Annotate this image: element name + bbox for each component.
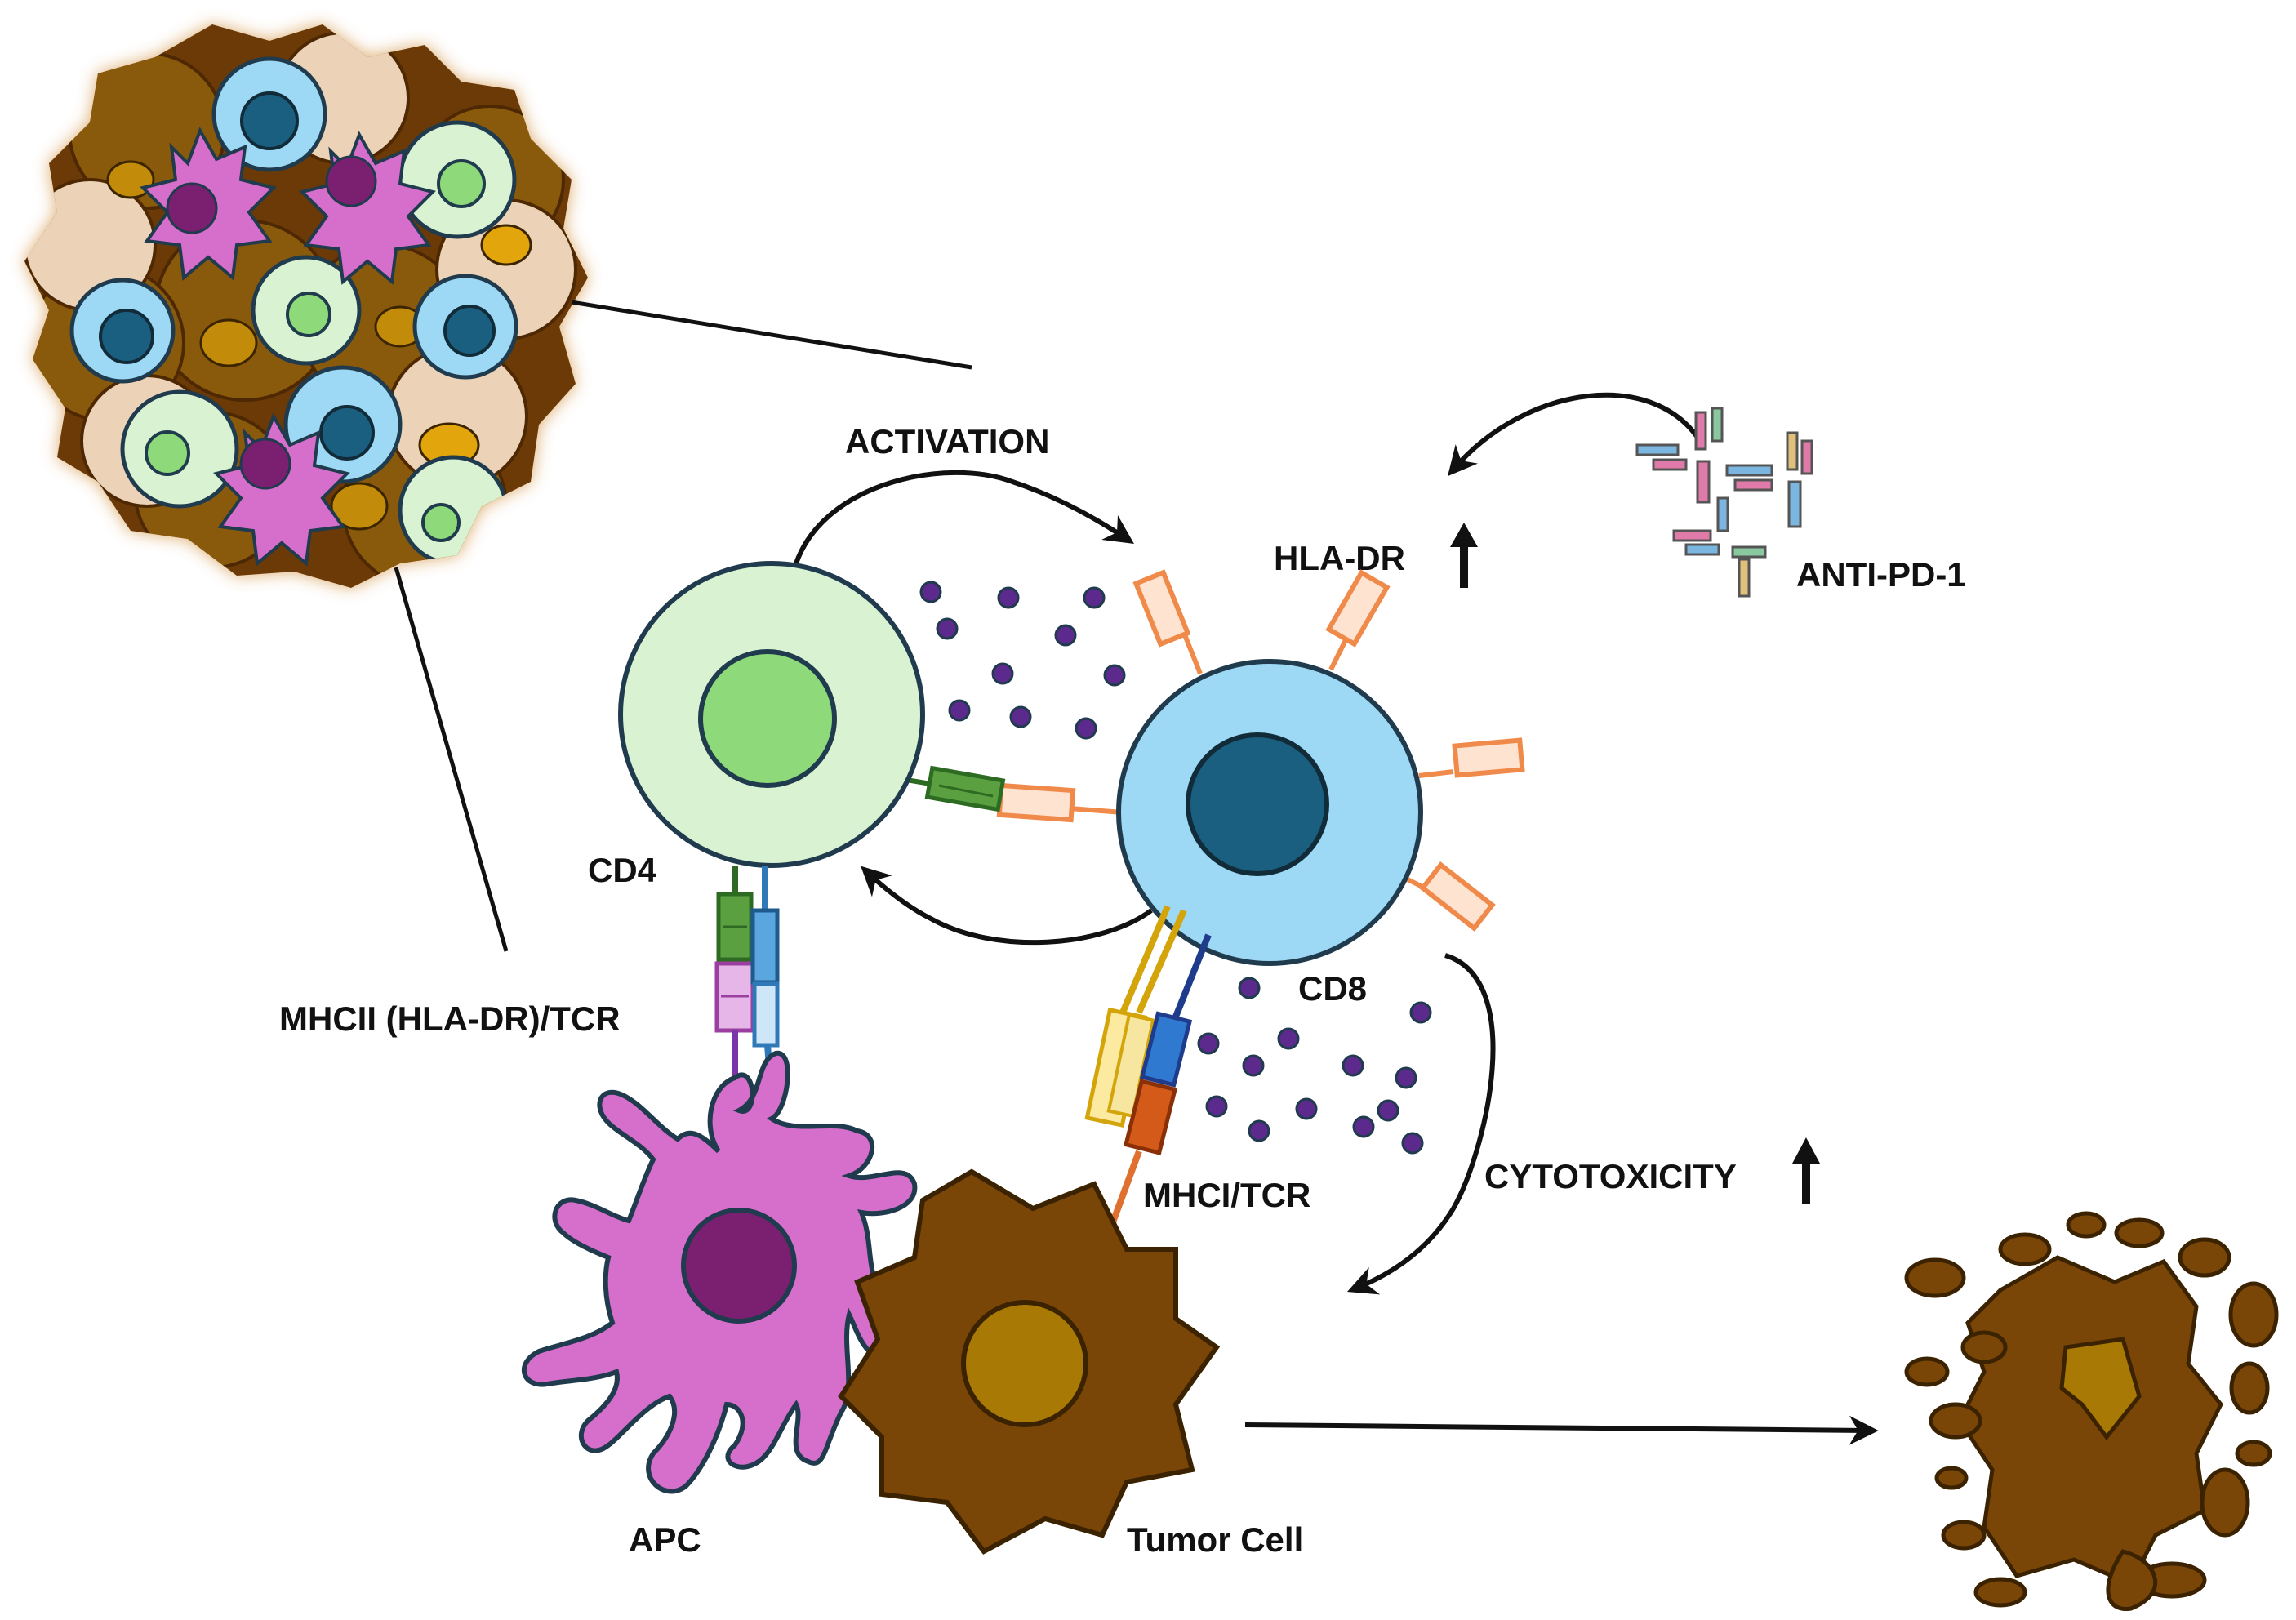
antibody-icon — [1635, 407, 1813, 598]
dead-tumor-cell-icon — [1904, 1211, 2279, 1612]
tumor-microenvironment-icon — [24, 24, 588, 588]
zoom-connector-line — [394, 567, 509, 952]
cd8-cell — [1116, 659, 1423, 966]
cytokine-dots — [919, 581, 1432, 1155]
tumor-cell-label: Tumor Cell — [1127, 1520, 1303, 1559]
cd8-label: CD8 — [1298, 969, 1367, 1008]
feedback-arrow — [861, 866, 1153, 946]
cytotoxicity-label: CYTOTOXICITY — [1484, 1157, 1737, 1195]
activation-arrow — [794, 470, 1134, 564]
zoom-connector-line — [571, 300, 972, 370]
anti-pd1-label: ANTI-PD-1 — [1796, 555, 1966, 594]
up-arrow-icon — [1450, 523, 1478, 588]
anti-pd1-arrow — [1447, 392, 1705, 477]
hla-dr-label: HLA-DR — [1274, 539, 1405, 577]
mhci-tcr-complex — [1084, 905, 1212, 1231]
cd4-cd8-bridge — [905, 765, 1006, 812]
apc-cell — [521, 1050, 918, 1494]
up-arrow-icon — [1792, 1137, 1820, 1204]
cd4-label: CD4 — [588, 851, 657, 889]
mhci-tcr-label: MHCI/TCR — [1143, 1176, 1310, 1214]
apc-label: APC — [629, 1520, 701, 1559]
mhcii-tcr-label: MHCII (HLA-DR)/TCR — [279, 999, 621, 1038]
cd4-cell — [618, 561, 925, 868]
cytotoxicity-arrow — [1346, 953, 1496, 1295]
hla-dr-receptors — [996, 569, 1525, 932]
activation-label: ACTIVATION — [845, 422, 1049, 461]
tumor-death-arrow — [1244, 1415, 1879, 1445]
tumor-cell — [838, 1168, 1221, 1555]
